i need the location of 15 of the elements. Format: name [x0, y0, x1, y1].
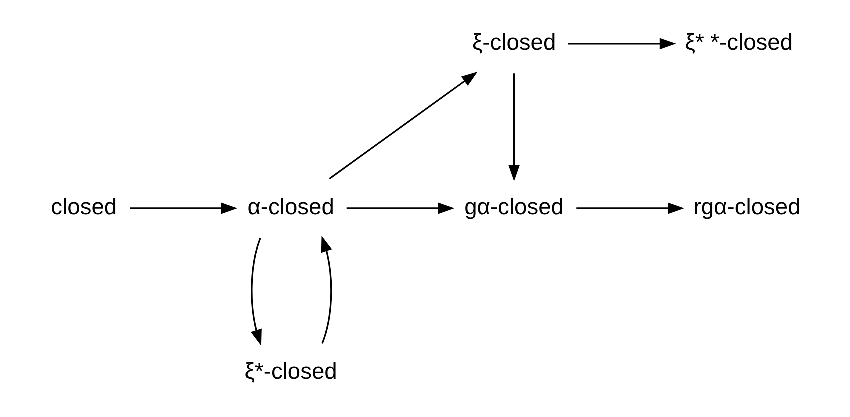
- node-text: closed: [50, 194, 117, 220]
- node-text: α-closed: [247, 194, 334, 220]
- node-text: gα-closed: [464, 194, 564, 220]
- arrow: [320, 236, 332, 344]
- node-text: ξ*-closed: [244, 358, 337, 384]
- node-text: ξ* *-closed: [684, 28, 793, 55]
- arrow: [508, 74, 520, 182]
- arrow: [346, 202, 454, 214]
- arrow: [130, 202, 238, 214]
- arrow: [576, 202, 684, 214]
- node-text: rgα-closed: [693, 194, 800, 220]
- arrow: [328, 72, 478, 180]
- arrow: [250, 238, 262, 346]
- node-text: ξ-closed: [472, 28, 556, 55]
- arrow: [568, 38, 676, 50]
